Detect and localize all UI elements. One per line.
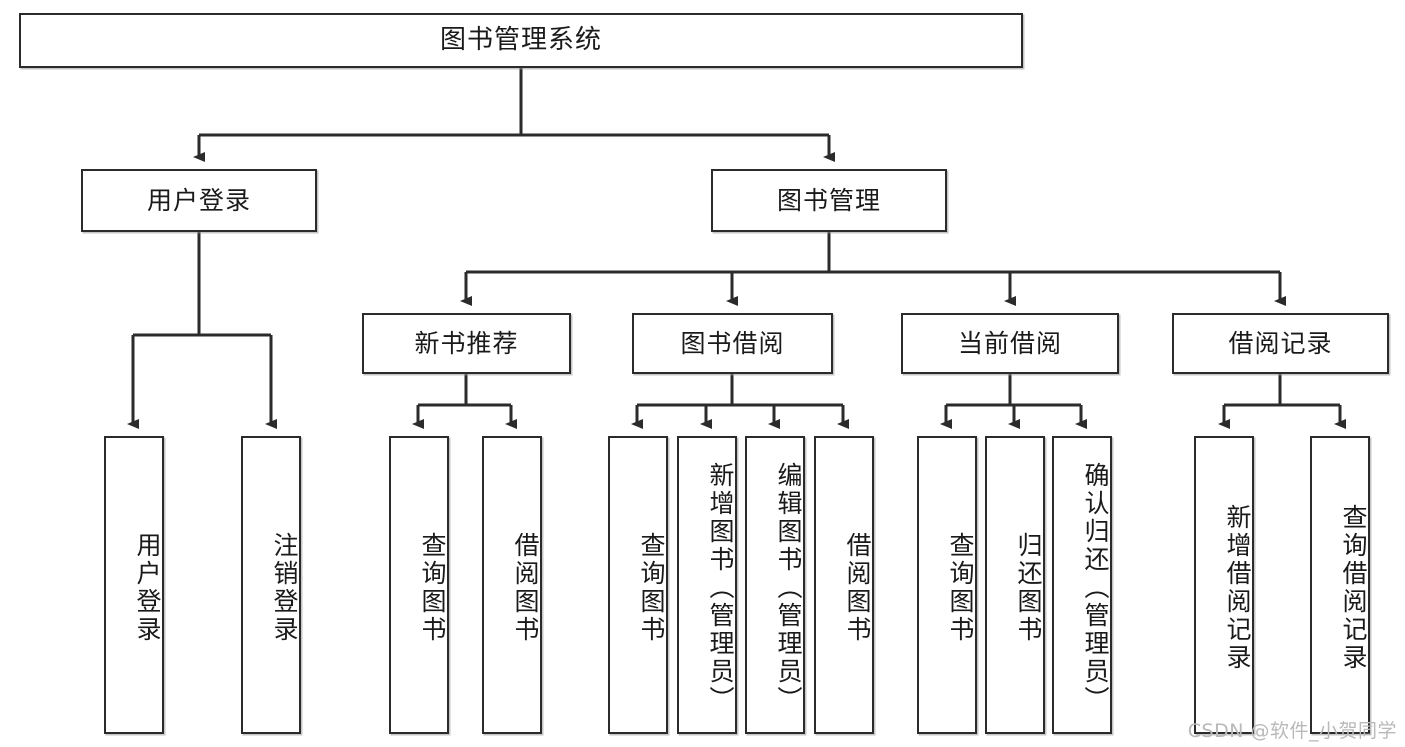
leaf-new-book-query[interactable]: 查询图书 xyxy=(389,436,449,734)
node-book-management[interactable]: 图书管理 xyxy=(711,169,947,232)
leaf-book-borrow-lend[interactable]: 借阅图书 xyxy=(814,436,874,734)
leaf-current-borrow-confirm-return[interactable]: 确认归还（管理员） xyxy=(1052,436,1112,734)
leaf-user-login-signin[interactable]: 用户登录 xyxy=(104,436,164,734)
leaf-book-borrow-edit[interactable]: 编辑图书（管理员） xyxy=(745,436,805,734)
leaf-borrow-record-query[interactable]: 查询借阅记录 xyxy=(1310,436,1370,734)
leaf-new-book-borrow[interactable]: 借阅图书 xyxy=(482,436,542,734)
leaf-current-borrow-query[interactable]: 查询图书 xyxy=(917,436,977,734)
node-root[interactable]: 图书管理系统 xyxy=(19,13,1023,68)
node-book-borrow[interactable]: 图书借阅 xyxy=(632,313,833,374)
leaf-current-borrow-return[interactable]: 归还图书 xyxy=(985,436,1045,734)
leaf-book-borrow-add[interactable]: 新增图书（管理员） xyxy=(677,436,737,734)
leaf-book-borrow-query[interactable]: 查询图书 xyxy=(608,436,668,734)
node-user-login[interactable]: 用户登录 xyxy=(81,169,317,232)
leaf-user-login-signout[interactable]: 注销登录 xyxy=(241,436,301,734)
node-new-book-recommend[interactable]: 新书推荐 xyxy=(362,313,571,374)
node-current-borrow[interactable]: 当前借阅 xyxy=(901,313,1119,374)
watermark: CSDN @软件_小贺同学 xyxy=(1187,720,1397,742)
node-borrow-record[interactable]: 借阅记录 xyxy=(1172,313,1389,374)
leaf-borrow-record-add[interactable]: 新增借阅记录 xyxy=(1194,436,1254,734)
